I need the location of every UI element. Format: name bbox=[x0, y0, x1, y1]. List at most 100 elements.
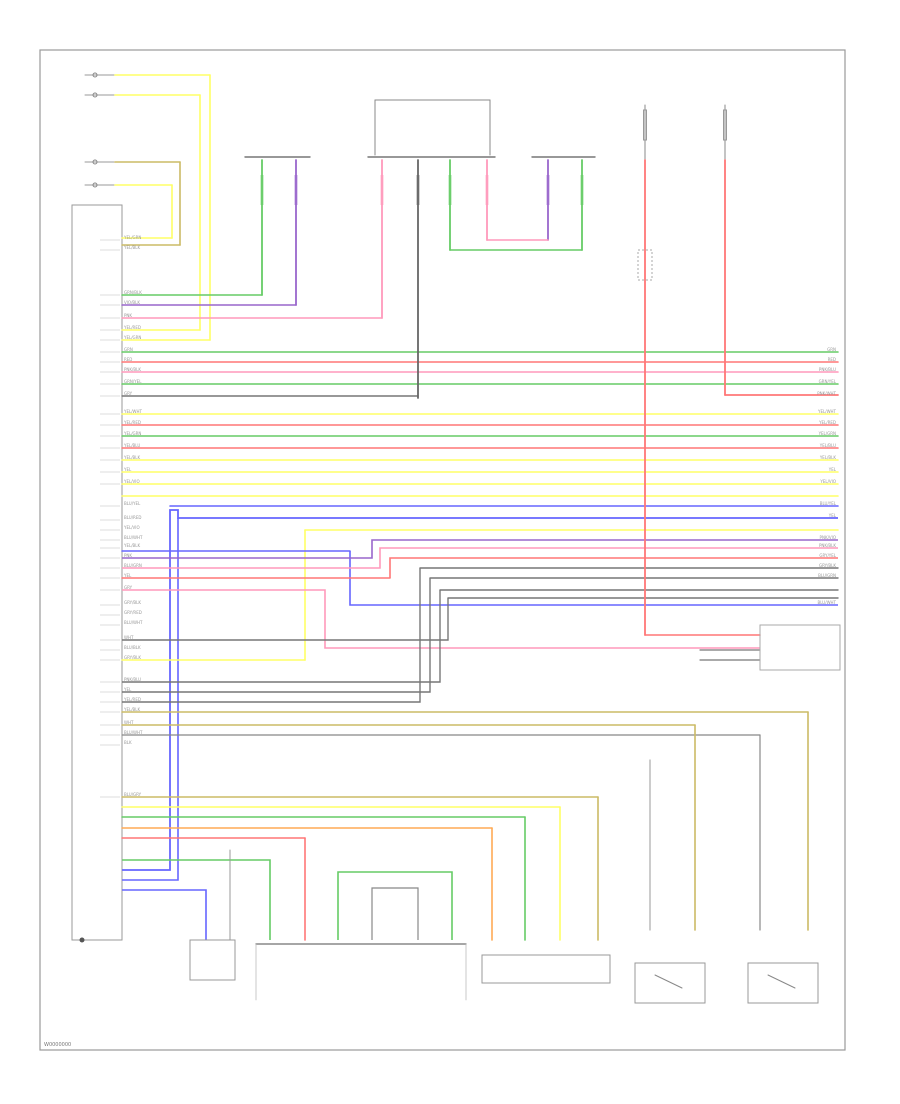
wire-color-label: GRY/BLK bbox=[124, 600, 141, 605]
vertical-wires bbox=[122, 104, 839, 941]
wire-color-label: YEL/BLU bbox=[123, 443, 140, 448]
wire-color-label: YEL/GRN bbox=[123, 235, 141, 240]
wire-grn bbox=[337, 871, 453, 940]
wire-color-label: PNK/BLU bbox=[124, 677, 141, 682]
component-box bbox=[747, 962, 819, 1004]
wire-color-label: VIO/BLK bbox=[124, 300, 140, 305]
switch-terminal bbox=[92, 92, 98, 98]
component-box bbox=[481, 954, 611, 984]
wire-color-label: YEL bbox=[123, 467, 132, 472]
wire-color-label: YEL/BLK bbox=[123, 707, 141, 712]
page-id: W0000000 bbox=[44, 1042, 71, 1048]
component-box bbox=[634, 962, 706, 1004]
wire-color-label: YEL/VIO bbox=[819, 479, 836, 484]
switch-blade bbox=[767, 974, 796, 989]
wire-color-label: YEL/WHT bbox=[817, 409, 837, 414]
wire-color-label: YEL bbox=[123, 573, 132, 578]
wire-gry bbox=[122, 590, 441, 683]
label-area bbox=[58, 115, 88, 150]
wire-color-label: GRY/RED bbox=[124, 610, 142, 615]
wire-color-label: BLU/WHT bbox=[818, 600, 837, 605]
wire-color-label: BLU/YEL bbox=[124, 501, 141, 506]
wire-color-label: YEL/BLK bbox=[123, 543, 141, 548]
splice-box bbox=[637, 249, 653, 281]
wire-color-label: YEL bbox=[828, 467, 837, 472]
fuse bbox=[723, 109, 727, 141]
outer-frame bbox=[39, 49, 846, 1051]
wire-color-label: YEL bbox=[828, 513, 837, 518]
upper-left-switches bbox=[58, 72, 211, 341]
wire-color-label: YEL/VIO bbox=[123, 479, 140, 484]
wire-color-label: YEL bbox=[123, 687, 132, 692]
wire-color-label: GRY/YEL bbox=[819, 553, 836, 558]
wire-color-label: BLU/RED bbox=[124, 515, 141, 520]
wire-blu bbox=[349, 551, 838, 606]
wire-color-label: BLU/GRN bbox=[124, 563, 142, 568]
component-box bbox=[189, 939, 236, 981]
wire-color-label: PNK bbox=[124, 313, 132, 318]
wire-color-label: WHT bbox=[124, 635, 134, 640]
wire-color-label: GRN/YEL bbox=[819, 379, 837, 384]
wire-gry bbox=[122, 568, 421, 703]
wire-color-label: YEL/RED bbox=[123, 697, 141, 702]
wire-color-label: GRN bbox=[827, 347, 836, 352]
wire-color-label: PNK bbox=[124, 553, 132, 558]
wire-color-label: PNK/BLU bbox=[819, 367, 836, 372]
wire-color-label: RED bbox=[124, 357, 132, 362]
wire-color-label: YEL/VIO bbox=[123, 525, 140, 530]
fuse bbox=[643, 109, 647, 141]
wire-color-label: YEL/RED bbox=[818, 420, 836, 425]
wire-color-label: YEL/GRN bbox=[123, 431, 141, 436]
wire-splice-marker bbox=[380, 175, 384, 205]
wire-color-label: BLU/YEL bbox=[820, 501, 837, 506]
bottom-components bbox=[189, 939, 819, 1004]
wire-gry bbox=[122, 598, 449, 641]
wire-layer bbox=[121, 237, 841, 881]
wire-color-label: BLU/BLK bbox=[124, 645, 141, 650]
wire-splice-marker bbox=[294, 175, 298, 205]
wire-color-label: YEL/BLK bbox=[123, 245, 141, 250]
wire-color-label: GRY bbox=[124, 585, 133, 590]
wire-color-label: YEL/BLU bbox=[819, 443, 836, 448]
connector-right bbox=[759, 624, 841, 671]
wire-color-label: PNK/VIO bbox=[820, 535, 836, 540]
wire-color-label: BLK bbox=[124, 740, 132, 745]
label-layer: YEL/GRN YEL/BLK GRN/BLK VIO/BLK PNK YEL/RED YE… bbox=[100, 235, 837, 798]
top-connectors bbox=[244, 99, 596, 158]
wire-color-label: WHT bbox=[124, 720, 134, 725]
wire-color-label: RED bbox=[828, 357, 836, 362]
srs-unit-box bbox=[71, 204, 123, 941]
wire-color-label: BLU/GRY bbox=[124, 792, 142, 797]
wire-color-label: PNK/BLK bbox=[819, 543, 836, 548]
wire-pnk bbox=[122, 547, 838, 569]
wire-color-label: BLU/WHT bbox=[124, 730, 143, 735]
wire-color-label: YEL/WHT bbox=[123, 409, 143, 414]
switch-blade bbox=[654, 974, 683, 989]
wire-color-label: BLU/WHT bbox=[124, 620, 143, 625]
wire-color-label: YEL/RED bbox=[123, 325, 141, 330]
wire-color-label: PNK/WHT bbox=[817, 391, 836, 396]
wire-color-label: PNK/BLK bbox=[124, 367, 141, 372]
wire-grn bbox=[122, 859, 271, 940]
wire-color-label: GRN/YEL bbox=[124, 379, 142, 384]
wire-color-label: YEL/RED bbox=[123, 420, 141, 425]
wire-color-label: GRN bbox=[124, 347, 133, 352]
wire-gry bbox=[371, 887, 419, 940]
wire-blu bbox=[122, 889, 207, 940]
wire-pnk bbox=[122, 589, 760, 649]
srs-ground-symbol bbox=[79, 937, 85, 943]
switch-terminal bbox=[92, 159, 98, 165]
wire-splice-marker bbox=[448, 175, 452, 205]
wire-color-label: YEL/BLK bbox=[819, 455, 837, 460]
switch-terminal bbox=[92, 182, 98, 188]
wire-splice-marker bbox=[580, 175, 584, 205]
wire-color-label: GRN/BLK bbox=[124, 290, 142, 295]
switch-terminal bbox=[92, 72, 98, 78]
wire-color-label: BLU/WHT bbox=[124, 535, 143, 540]
wire-vio bbox=[122, 539, 838, 559]
wire-color-label: GRY bbox=[124, 391, 133, 396]
wire-splice-marker bbox=[485, 175, 489, 205]
wire-gry bbox=[122, 578, 431, 693]
wire-red bbox=[389, 557, 838, 578]
